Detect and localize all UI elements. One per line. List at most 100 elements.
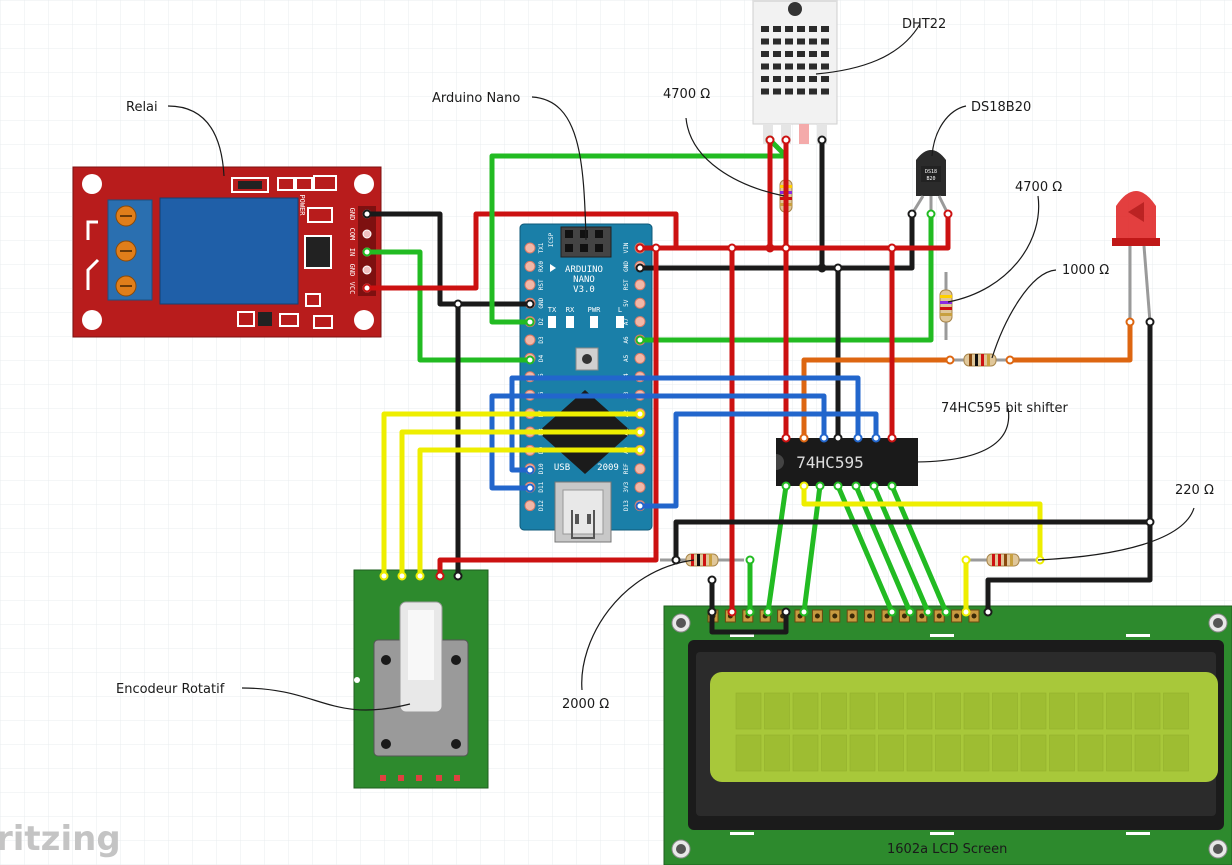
arduino-pin-label: D12 [538,500,545,511]
resistor[interactable] [966,553,1040,567]
arduino-pin-label: REF [623,463,630,474]
arduino-pin-right[interactable] [634,316,646,328]
arduino-icsp-label: ICSP [548,232,555,247]
arduino-pin-right[interactable] [634,297,646,309]
wire[interactable] [835,483,895,615]
arduino-pin-left[interactable] [524,334,536,346]
wire[interactable] [801,483,1043,563]
arduino-pin-label: D3 [538,336,545,344]
ds18b20-body-label: DS18 [925,169,937,175]
arduino-pin-right[interactable] [634,279,646,291]
wire[interactable] [381,411,643,579]
arduino-led-label: TX [548,306,557,314]
relay-pin[interactable] [362,229,372,239]
arduino-year-label: 2009 [597,463,619,473]
arduino-pin-right[interactable] [634,352,646,364]
relay-pin-label: GND [348,208,356,221]
lcd-character-grid [735,692,1189,772]
red-led[interactable] [1112,191,1160,323]
wire[interactable] [637,411,879,509]
lcd-resistor-label: 220 Ω [1175,483,1214,498]
arduino-pin-label: A6 [623,336,630,344]
arduino-name-label: ARDUINO [565,265,603,275]
arduino-pin-label: GND [538,297,545,308]
arduino-led-label: L [618,306,622,314]
arduino-pin-label: TX1 [538,242,545,253]
wires [362,135,1155,635]
arduino-pin-label: D4 [538,354,545,362]
relay-module[interactable]: POWER [72,166,382,338]
arduino-pin-label: D10 [538,463,545,474]
arduino-pin-right[interactable] [634,481,646,493]
wire[interactable] [801,483,823,615]
arduino-pin-right[interactable] [634,463,646,475]
wire[interactable] [417,447,643,579]
shifter-label: 74HC595 bit shifter [941,401,1069,416]
wire[interactable] [709,609,789,635]
relay-pin[interactable] [362,265,372,275]
relay-power-label: POWER [298,194,306,216]
ds18b20-body-label-2: B20 [926,176,935,182]
arduino-pin-label: A7 [623,318,630,326]
arduino-pin-left[interactable] [524,500,536,512]
wire[interactable] [637,211,951,251]
arduino-version-label: V3.0 [573,285,595,295]
lcd-label: 1602a LCD Screen [887,842,1007,857]
wire[interactable] [364,211,533,307]
rotary-encoder[interactable] [353,569,489,789]
resistor[interactable] [950,353,1010,367]
wire[interactable] [853,483,913,615]
dht22-sensor[interactable] [752,0,838,144]
dht-resistor-label: 4700 Ω [663,87,710,102]
wire[interactable] [985,319,1153,615]
resistors [660,156,1040,567]
wire[interactable] [509,375,861,473]
relay-pin-label: IN [348,248,356,256]
arduino-pin-left[interactable] [524,279,536,291]
ds18b20-sensor[interactable]: DS18 B20 [910,150,950,215]
relay-pin-label: COM [348,228,356,241]
wire[interactable] [637,211,934,343]
arduino-usb-label: USB [554,463,570,473]
leader-lines [167,23,1195,711]
wire[interactable] [765,483,789,615]
ds18b20-label: DS18B20 [971,100,1031,115]
arduino-pin-label: D13 [623,500,630,511]
relay-label: Relai [126,100,158,115]
arduino-led-label: RX [566,306,575,314]
arduino-pin-label: 3V3 [623,481,630,492]
wire[interactable] [437,245,659,579]
74hc595-chip[interactable]: 74HC595 [776,438,918,486]
lcd-1602a[interactable] [663,605,1232,865]
fritzing-watermark: ritzing [0,819,121,859]
arduino-pin-label: RST [623,279,630,290]
arduino-pin-left[interactable] [524,242,536,254]
dht22-label: DHT22 [902,17,946,32]
wire[interactable] [1007,319,1133,363]
arduino-pin-label: RST [538,279,545,290]
arduino-pin-left[interactable] [524,260,536,272]
wire[interactable] [399,429,643,579]
wire[interactable] [489,137,789,325]
wire[interactable] [889,483,949,615]
wire[interactable] [364,249,533,363]
relay-pin-label: VCC [348,282,356,295]
encoder-label: Encodeur Rotatif [116,682,225,697]
contrast-resistor-label: 2000 Ω [562,697,609,712]
arduino-pin-label: RX0 [538,261,545,272]
chip-label: 74HC595 [796,453,863,472]
ds-resistor-label: 4700 Ω [1015,180,1062,195]
dht22-grille [761,26,829,95]
arduino-pin-label: A5 [623,354,630,362]
arduino-pin-label: GND [623,261,630,272]
arduino-pin-label: 5V [623,299,630,307]
wire[interactable] [673,519,1153,563]
wire[interactable] [871,483,931,615]
led-resistor-label: 1000 Ω [1062,263,1109,278]
arduino-pin-label: D2 [538,318,545,326]
wire[interactable] [489,393,827,491]
arduino-label: Arduino Nano [432,91,520,106]
relay-pin-label: GND [348,264,356,277]
